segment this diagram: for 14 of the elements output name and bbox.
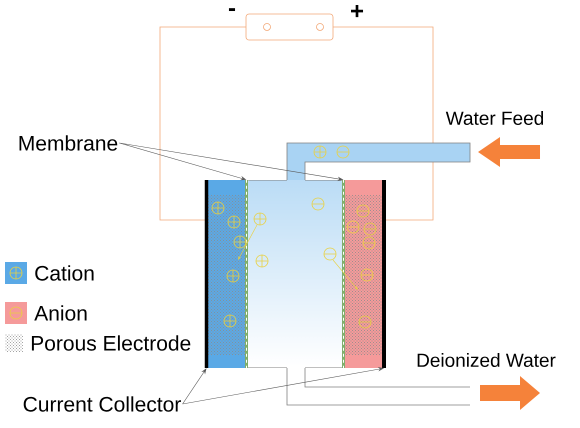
current-collector bbox=[204, 180, 208, 368]
legend-label: Anion bbox=[34, 305, 87, 321]
label: Deionized Water bbox=[418, 353, 556, 367]
current-collector bbox=[382, 180, 386, 368]
legend-label: Porous Electrode bbox=[32, 335, 190, 351]
label: + bbox=[351, 4, 364, 18]
label: Water Feed bbox=[446, 111, 544, 125]
membrane bbox=[342, 179, 345, 369]
flow-channel bbox=[248, 180, 342, 368]
membrane bbox=[245, 179, 248, 369]
label: - bbox=[228, 8, 236, 12]
callout-label: Membrane bbox=[20, 135, 118, 151]
legend-label: Cation bbox=[35, 265, 94, 281]
callout-label: Current Collector bbox=[24, 396, 181, 412]
